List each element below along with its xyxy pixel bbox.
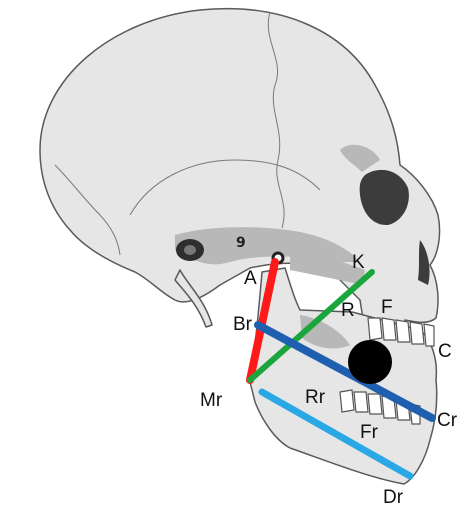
label-cr: Cr (437, 410, 458, 431)
temporal-mark: 9 (236, 235, 246, 251)
label-c: C (438, 341, 452, 362)
upper-tooth (396, 320, 410, 342)
upper-tooth (382, 318, 396, 340)
lower-tooth (340, 390, 354, 412)
label-dr: Dr (383, 487, 404, 508)
label-a: A (244, 268, 257, 289)
label-br: Br (233, 314, 253, 335)
label-f: F (381, 297, 393, 318)
label-rr: Rr (305, 387, 326, 408)
label-r: R (341, 300, 355, 321)
label-mr: Mr (200, 390, 223, 411)
upper-tooth (368, 318, 382, 340)
ear-canal-inner (184, 245, 196, 255)
label-fr: Fr (360, 422, 379, 443)
upper-tooth (410, 322, 424, 344)
marker-circle (348, 340, 392, 384)
upper-tooth (424, 324, 434, 346)
label-k: K (352, 252, 365, 273)
lower-tooth (354, 392, 368, 412)
lower-tooth (368, 394, 382, 414)
